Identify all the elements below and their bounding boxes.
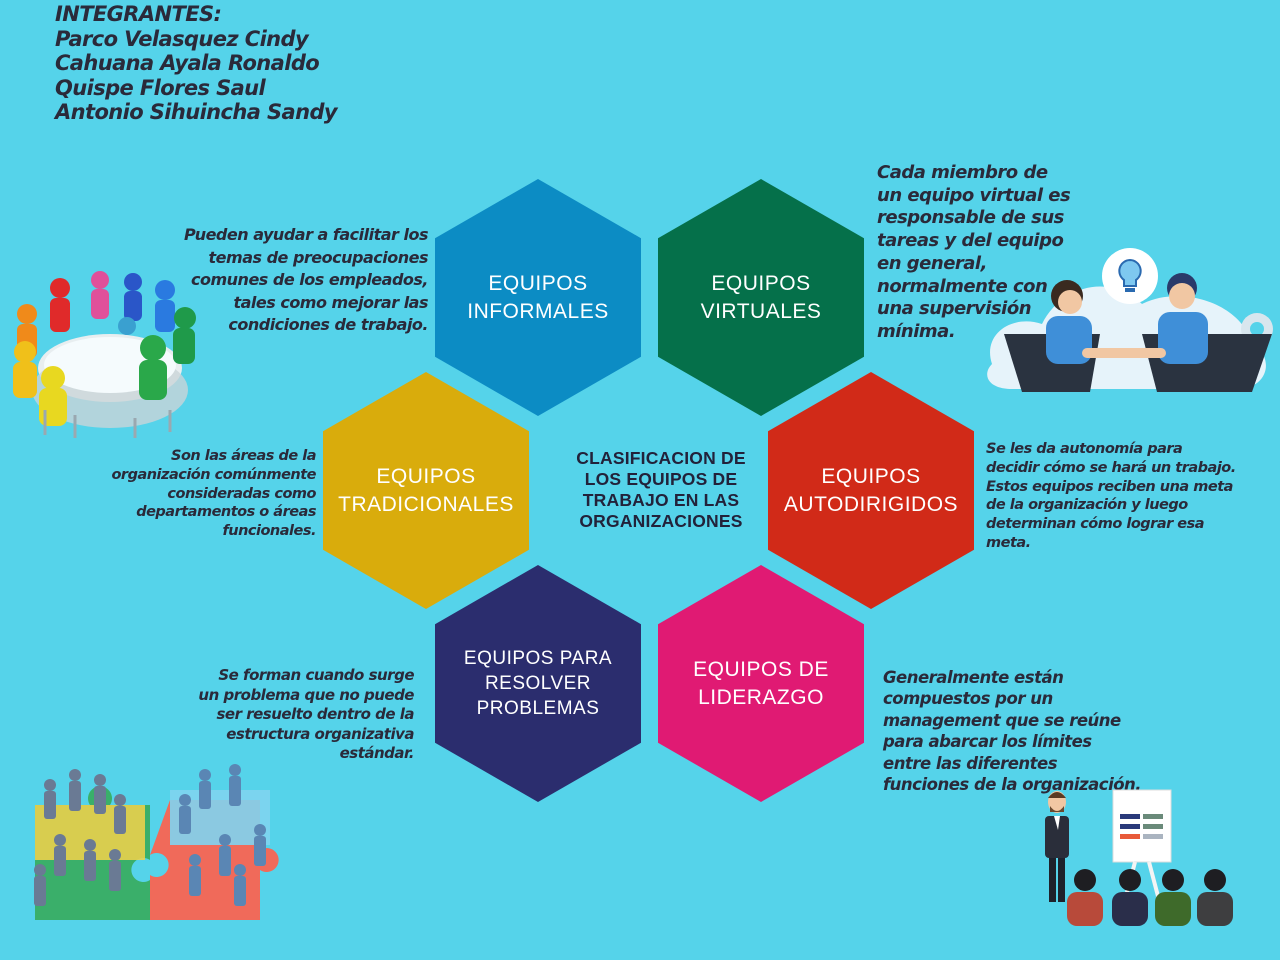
hex-tradicionales: EQUIPOS TRADICIONALES xyxy=(323,372,529,609)
members-heading: INTEGRANTES: xyxy=(55,2,222,26)
center-title: CLASIFICACION DE LOS EQUIPOS DE TRABAJO … xyxy=(576,448,746,531)
virtual-team-illustration xyxy=(987,248,1273,392)
hex-autodirigidos: EQUIPOS AUTODIRIGIDOS xyxy=(768,372,974,609)
members-list: INTEGRANTES: Parco Velasquez Cindy Cahua… xyxy=(55,2,338,125)
member-name: Antonio Sihuincha Sandy xyxy=(55,100,338,124)
desc-autodirigidos: Se les da autonomía para decidir cómo se… xyxy=(986,441,1236,551)
desc-liderazgo: Generalmente están compuestos por un man… xyxy=(883,668,1142,795)
desc-informales: Pueden ayudar a facilitar los temas de p… xyxy=(184,225,428,334)
hex-tradicionales-label: EQUIPOS TRADICIONALES xyxy=(338,464,514,516)
round-table-illustration xyxy=(13,271,196,438)
member-name: Cahuana Ayala Ronaldo xyxy=(55,51,320,75)
member-name: Parco Velasquez Cindy xyxy=(55,26,309,51)
hex-informales-label: EQUIPOS INFORMALES xyxy=(467,271,609,323)
hex-informales: EQUIPOS INFORMALES xyxy=(435,179,641,416)
hex-autodirigidos-label: EQUIPOS AUTODIRIGIDOS xyxy=(783,464,959,516)
hex-liderazgo: EQUIPOS DE LIDERAZGO xyxy=(658,565,864,802)
desc-tradicionales: Son las áreas de la organización comúnme… xyxy=(111,448,316,540)
hex-virtuales: EQUIPOS VIRTUALES xyxy=(658,179,864,416)
hex-liderazgo-label: EQUIPOS DE LIDERAZGO xyxy=(693,657,829,709)
hex-problemas: EQUIPOS PARA RESOLVER PROBLEMAS xyxy=(435,565,641,802)
hex-problemas-label: EQUIPOS PARA RESOLVER PROBLEMAS xyxy=(463,648,613,719)
leadership-presentation-illustration xyxy=(1045,789,1233,926)
hex-virtuales-label: EQUIPOS VIRTUALES xyxy=(700,271,822,323)
puzzle-teams-illustration xyxy=(34,764,279,920)
member-name: Quispe Flores Saul xyxy=(55,75,266,100)
desc-virtuales: Cada miembro de un equipo virtual es res… xyxy=(877,162,1071,342)
desc-problemas: Se forman cuando surge un problema que n… xyxy=(198,666,414,762)
